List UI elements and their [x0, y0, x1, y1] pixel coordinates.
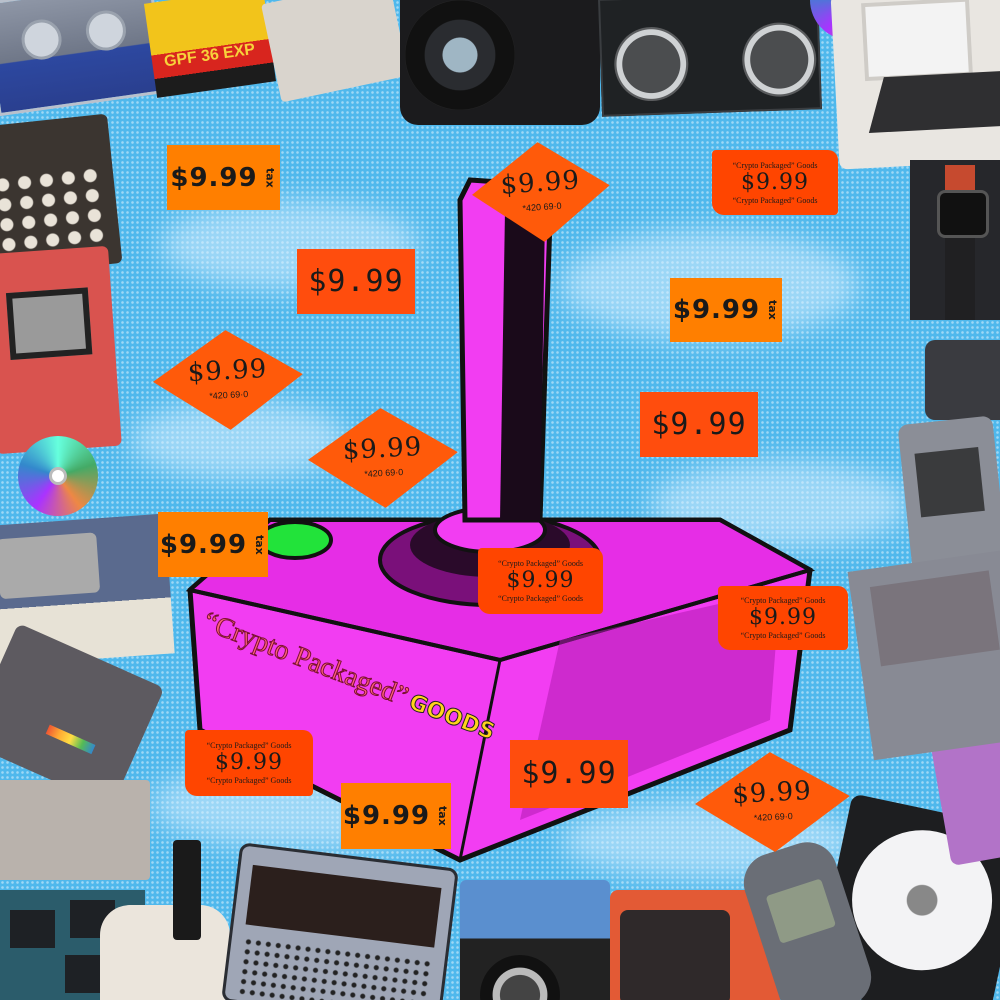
tag-caption: “Crypto Packaged” Goods	[206, 741, 292, 750]
code-text: *420 69·0	[522, 200, 562, 214]
price-text: $9.99	[506, 568, 575, 593]
price-text: $9.99	[741, 169, 809, 195]
vcr	[0, 780, 150, 880]
compact-disc	[18, 436, 98, 516]
tax-text: tax	[436, 806, 450, 826]
dslr-camera	[400, 0, 600, 125]
price-text: $9.99	[308, 263, 404, 299]
tag-caption: “Crypto Packaged” Goods	[740, 631, 826, 640]
price-text: $9.99	[749, 605, 817, 630]
chip	[10, 910, 55, 948]
price-text: $9.99	[159, 529, 248, 560]
price-tag: “Crypto Packaged” Goods$9.99“Crypto Pack…	[185, 730, 313, 796]
price-tag: “Crypto Packaged” Goods$9.99“Crypto Pack…	[718, 586, 848, 650]
price-tag: “Crypto Packaged” Goods$9.99“Crypto Pack…	[478, 548, 603, 614]
price-tag: $9.99 tax	[167, 145, 280, 210]
price-text: $9.99	[731, 775, 813, 811]
tax-text: tax	[253, 534, 267, 555]
price-text: $9.99	[651, 406, 747, 442]
price-text: $9.99	[499, 165, 582, 201]
tag-caption: “Crypto Packaged” Goods	[732, 160, 818, 170]
tag-caption: “Crypto Packaged” Goods	[498, 559, 583, 568]
price-tag: $9.99	[297, 249, 415, 314]
price-text: $9.99	[521, 756, 617, 791]
price-tag: “Crypto Packaged” Goods$9.99“Crypto Pack…	[712, 150, 838, 215]
code-text: *420 69·0	[209, 388, 249, 401]
price-tag: $9.99 tax	[341, 783, 451, 849]
code-text: *420 69·0	[364, 466, 404, 479]
price-tag: $9.99 tax	[158, 512, 268, 577]
tv-screen	[620, 910, 730, 1000]
camera-lens	[405, 0, 515, 110]
price-text: $9.99	[187, 353, 268, 389]
digital-watch	[937, 165, 989, 320]
price-tag: $9.99 tax	[670, 278, 782, 342]
price-text: $9.99	[215, 750, 283, 775]
price-tag: $9.99	[510, 740, 628, 808]
tag-caption: “Crypto Packaged” Goods	[740, 596, 826, 605]
tag-caption: “Crypto Packaged” Goods	[498, 594, 583, 603]
tag-caption: “Crypto Packaged” Goods	[206, 776, 292, 785]
code-text: *420 69·0	[753, 810, 794, 823]
tag-caption: “Crypto Packaged” Goods	[732, 195, 818, 205]
tax-text: tax	[766, 300, 780, 320]
price-tag: $9.99	[640, 392, 758, 457]
toy-camera	[460, 880, 610, 1000]
price-text: $9.99	[342, 801, 431, 831]
joystick-stick	[173, 840, 201, 940]
price-text: $9.99	[342, 431, 423, 467]
gamepad	[925, 340, 1000, 420]
atari-joystick	[100, 840, 230, 1000]
price-text: $9.99	[170, 162, 258, 193]
price-text: $9.99	[672, 295, 761, 325]
watch-face	[937, 190, 989, 238]
tax-text: tax	[263, 167, 277, 188]
